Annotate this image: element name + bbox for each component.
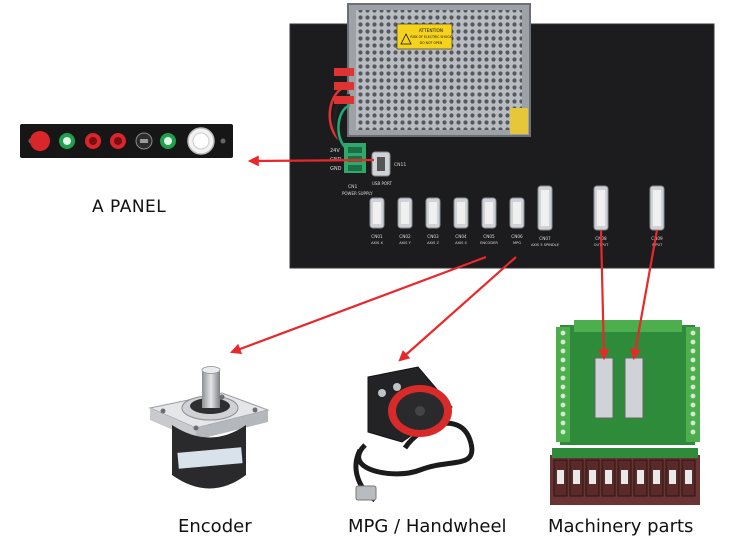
terminal-screw (560, 357, 566, 363)
machinery-parts-image (550, 320, 700, 505)
terminal-screw (690, 357, 696, 363)
terminal-screw (690, 420, 696, 426)
machinery-parts-label: Machinery parts (548, 516, 694, 537)
arrow-usb-to-panel (247, 155, 375, 167)
mpg-handwheel-label: MPG / Handwheel (348, 516, 507, 537)
warning-line2: RISK OF ELECTRIC SHOCK (410, 35, 452, 39)
usb-cn-label: CN11 (394, 162, 406, 168)
arrow-mpg-connector (398, 256, 517, 362)
connector-id-label: CN04 (455, 234, 467, 239)
connector-id-label: CN09 (651, 236, 663, 241)
relay-label (685, 470, 692, 484)
terminal-screw (560, 375, 566, 381)
terminal-screw (560, 402, 566, 408)
terminal-screw (690, 348, 696, 354)
usb-port: CN11 USB PORT (371, 151, 406, 186)
terminal-screw (690, 375, 696, 381)
relay-label (557, 470, 564, 484)
terminal-screw (690, 330, 696, 336)
power-pin-gnd2: GND (330, 166, 342, 172)
terminal-screw (690, 393, 696, 399)
relay-label (621, 470, 628, 484)
power-cn-label: CN1 (348, 184, 358, 190)
terminal-screw (690, 339, 696, 345)
encoder-image (148, 366, 270, 489)
connector-caption: INPUT (652, 243, 664, 247)
usb-caption: USB PORT (372, 181, 393, 186)
a-panel-label: A PANEL (92, 197, 167, 217)
connection-arrows (229, 155, 659, 362)
terminal-screw (690, 366, 696, 372)
terminal-screw (560, 348, 566, 354)
connector-caption: AXIS Z (427, 241, 439, 245)
connector-id-label: CN07 (539, 236, 551, 241)
connector-id-label: CN01 (371, 234, 383, 239)
encoder-label: Encoder (178, 516, 252, 537)
relay-label (669, 470, 676, 484)
power-supply-caption: POWER SUPPLY (342, 191, 373, 196)
terminal-screw (560, 393, 566, 399)
terminal-screw (560, 366, 566, 372)
terminal-screw (690, 384, 696, 390)
terminal-screw (560, 330, 566, 336)
terminal-screw (690, 402, 696, 408)
terminal-screw (560, 339, 566, 345)
terminal-screw (560, 429, 566, 435)
warning-line1: ATTENTION (419, 28, 443, 34)
terminal-screw (560, 384, 566, 390)
connector-caption: AXIS X (371, 241, 383, 245)
connector-caption: ENCODER (480, 241, 498, 245)
connector-caption: AXIS 4 (455, 241, 467, 245)
connector-caption: AXIS Y (399, 241, 411, 245)
connector-caption: MPG (513, 241, 521, 245)
relay-label (573, 470, 580, 484)
arrow-encoder-connector (229, 255, 487, 355)
connector-id-label: CN02 (399, 234, 411, 239)
mpg-handwheel-image (353, 366, 475, 503)
connector-id-label: CN06 (511, 234, 523, 239)
a-panel-image (20, 124, 233, 158)
relay-label (653, 470, 660, 484)
relay-label (589, 470, 596, 484)
terminal-screw (690, 411, 696, 417)
connector-id-label: CN05 (483, 234, 495, 239)
terminal-screw (560, 420, 566, 426)
power-pin-24v: 24V (330, 148, 340, 154)
arrow-input-connector (630, 229, 659, 361)
connector-caption: AXIS 5 SPINDLE (531, 243, 560, 247)
arrow-output-connector (598, 229, 610, 361)
relay-label (637, 470, 644, 484)
terminal-screw (690, 429, 696, 435)
terminal-screw (560, 411, 566, 417)
relay-label (605, 470, 612, 484)
relay-blocks (553, 330, 696, 497)
warning-line3: DO NOT OPEN (420, 41, 443, 45)
estop-button-icon (30, 131, 50, 151)
warning-sticker: ATTENTION RISK OF ELECTRIC SHOCK DO NOT … (396, 23, 453, 50)
connector-id-label: CN03 (427, 234, 439, 239)
